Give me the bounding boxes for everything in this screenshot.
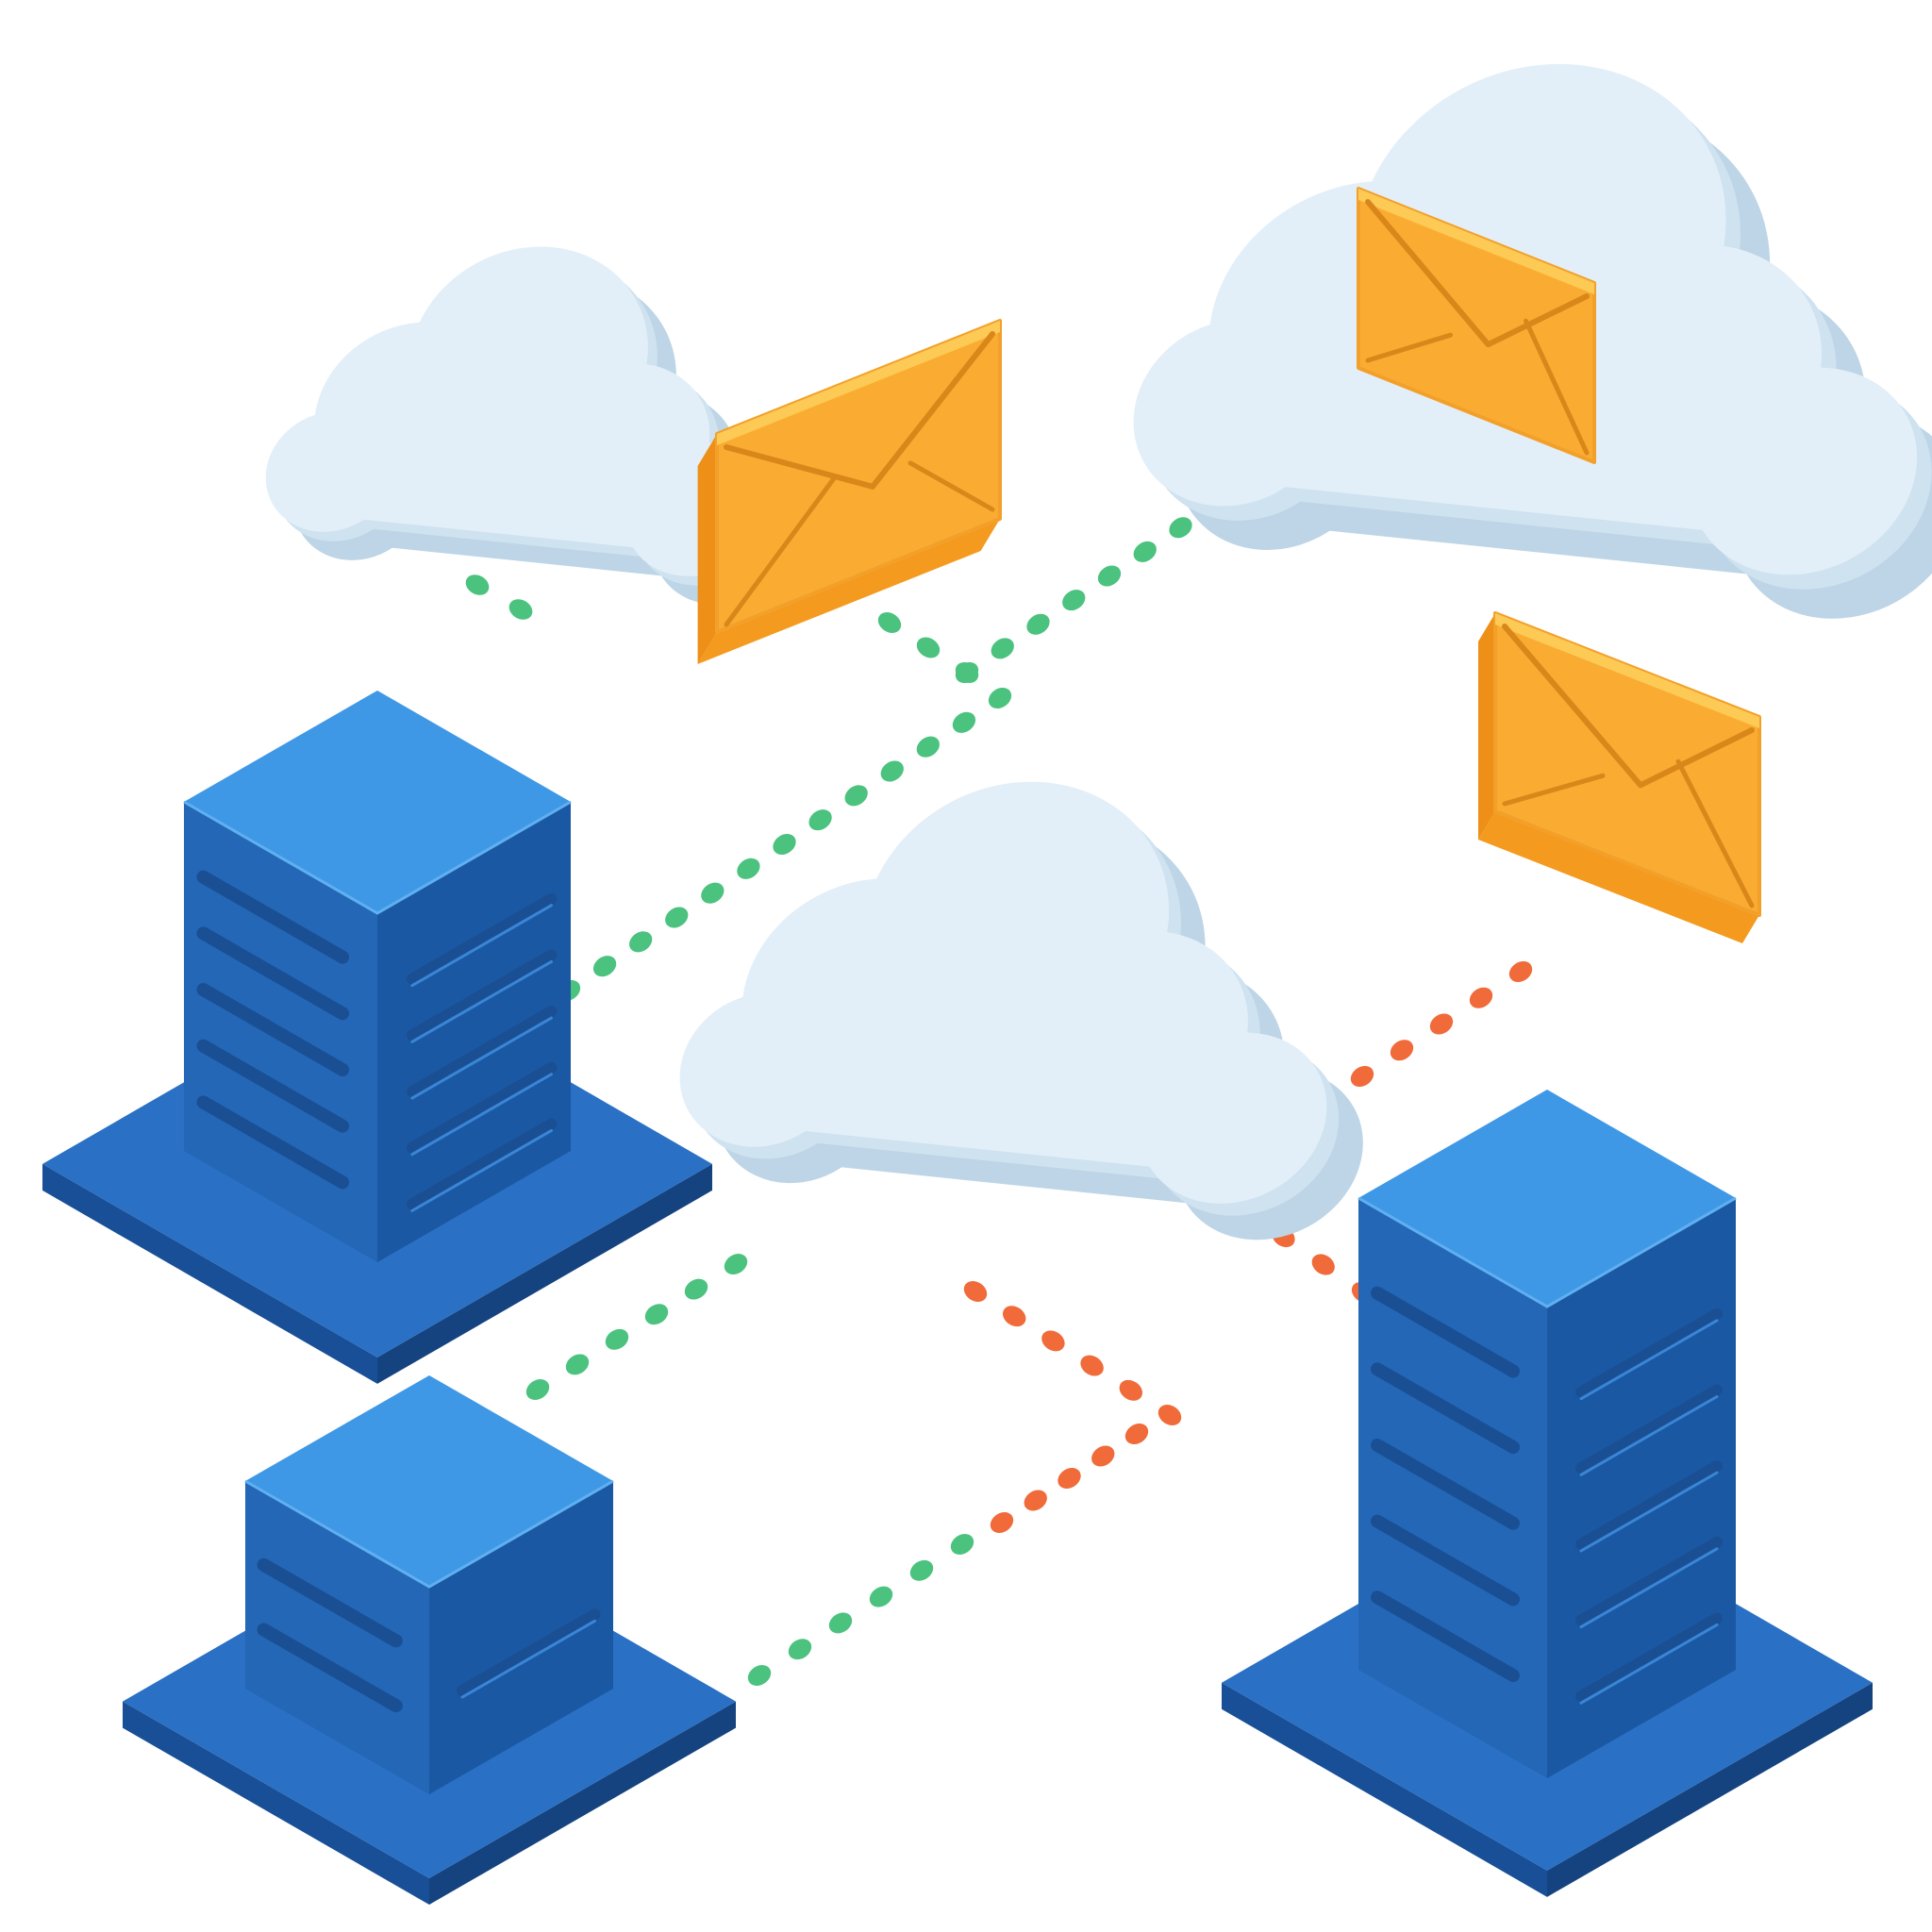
envelope-icon <box>1478 611 1761 943</box>
vent-slot <box>196 870 350 964</box>
vent-slot <box>257 1557 403 1648</box>
link-dot <box>665 907 689 928</box>
link-small-server-to-error-junction <box>747 1534 974 1686</box>
link-dot <box>701 882 724 904</box>
link-dot <box>808 809 832 831</box>
error-dot <box>1058 1468 1081 1489</box>
link-dot <box>525 1379 550 1400</box>
vent-slot <box>257 1623 403 1713</box>
error-dot <box>1002 1306 1026 1327</box>
error-dot <box>1508 961 1533 982</box>
error-dot <box>1119 1379 1143 1401</box>
vent-slot <box>1371 1286 1520 1378</box>
vent-slot <box>196 1039 350 1133</box>
link-junction-to-server-left <box>557 687 1012 1002</box>
link-dot <box>991 638 1014 659</box>
error-dot <box>1124 1424 1149 1444</box>
vent-slot <box>1371 1362 1520 1455</box>
link-dot <box>684 1278 708 1300</box>
objects <box>42 63 1932 1905</box>
vent-slot <box>1575 1536 1723 1626</box>
link-dot <box>950 1534 974 1555</box>
error-dot <box>963 1281 988 1302</box>
link-dot <box>828 1612 853 1634</box>
envelope-icon <box>697 319 1002 664</box>
error-dot <box>1311 1254 1335 1275</box>
link-center-cloud-to-error-junction <box>963 1281 1182 1425</box>
link-dot <box>988 687 1012 709</box>
link-dot <box>605 1328 629 1350</box>
vent-slot <box>1371 1591 1520 1683</box>
error-dot <box>1469 987 1493 1008</box>
link-dot <box>909 1559 934 1581</box>
link-dot <box>565 1354 590 1375</box>
link-dot <box>952 711 976 733</box>
link-dot <box>955 661 979 684</box>
link-cloud-small-stub <box>465 575 533 620</box>
error-dot <box>1350 1066 1374 1087</box>
link-dot <box>1169 517 1192 539</box>
link-dot <box>916 736 940 758</box>
vent-slot <box>196 926 350 1021</box>
error-dot <box>1091 1445 1115 1467</box>
link-dot <box>869 1586 893 1607</box>
link-dot <box>788 1639 812 1660</box>
vent-slot <box>457 1608 601 1696</box>
link-dot <box>877 612 902 633</box>
server-icon <box>123 1375 736 1905</box>
vent-slot <box>406 1061 558 1154</box>
cloud-icon <box>679 781 1363 1241</box>
link-dot <box>1097 565 1122 587</box>
link-dot <box>737 858 760 879</box>
error-dot <box>1158 1405 1182 1425</box>
vent-slot <box>1371 1438 1520 1530</box>
vent-slot <box>406 892 558 985</box>
link-dot <box>629 931 653 953</box>
link-dot <box>1133 541 1157 562</box>
vent-slot <box>1575 1384 1723 1474</box>
vent-slot <box>1575 1460 1723 1550</box>
error-dot <box>1390 1040 1414 1061</box>
link-dot <box>1026 613 1050 635</box>
vent-slot <box>1575 1307 1723 1398</box>
envelope-icon <box>1357 187 1596 464</box>
link-dot <box>724 1254 748 1274</box>
vent-slot <box>406 1118 558 1210</box>
server-icon <box>1222 1090 1873 1897</box>
link-dot <box>916 637 941 658</box>
server-icon <box>42 691 712 1384</box>
vent-slot <box>196 1095 350 1190</box>
vent-slot <box>406 949 558 1041</box>
error-dot <box>990 1512 1014 1533</box>
link-dot <box>880 760 904 782</box>
link-error-junction-to-bottom <box>990 1424 1149 1533</box>
error-dot <box>1080 1355 1104 1376</box>
link-dot <box>1062 590 1086 611</box>
link-dot <box>465 575 490 595</box>
link-center-cloud-to-small-server <box>525 1254 748 1400</box>
link-dot <box>844 785 868 807</box>
vent-slot <box>1575 1612 1723 1703</box>
link-dot <box>773 833 796 856</box>
vent-slot <box>1371 1514 1520 1607</box>
error-dot <box>1429 1013 1454 1035</box>
link-dot <box>644 1304 669 1325</box>
link-dot <box>508 599 533 620</box>
vent-slot <box>406 1006 558 1098</box>
link-dot <box>747 1665 772 1686</box>
error-dot <box>1041 1330 1065 1352</box>
link-dot <box>592 956 617 977</box>
error-dot <box>1024 1490 1047 1511</box>
vent-slot <box>196 983 350 1076</box>
